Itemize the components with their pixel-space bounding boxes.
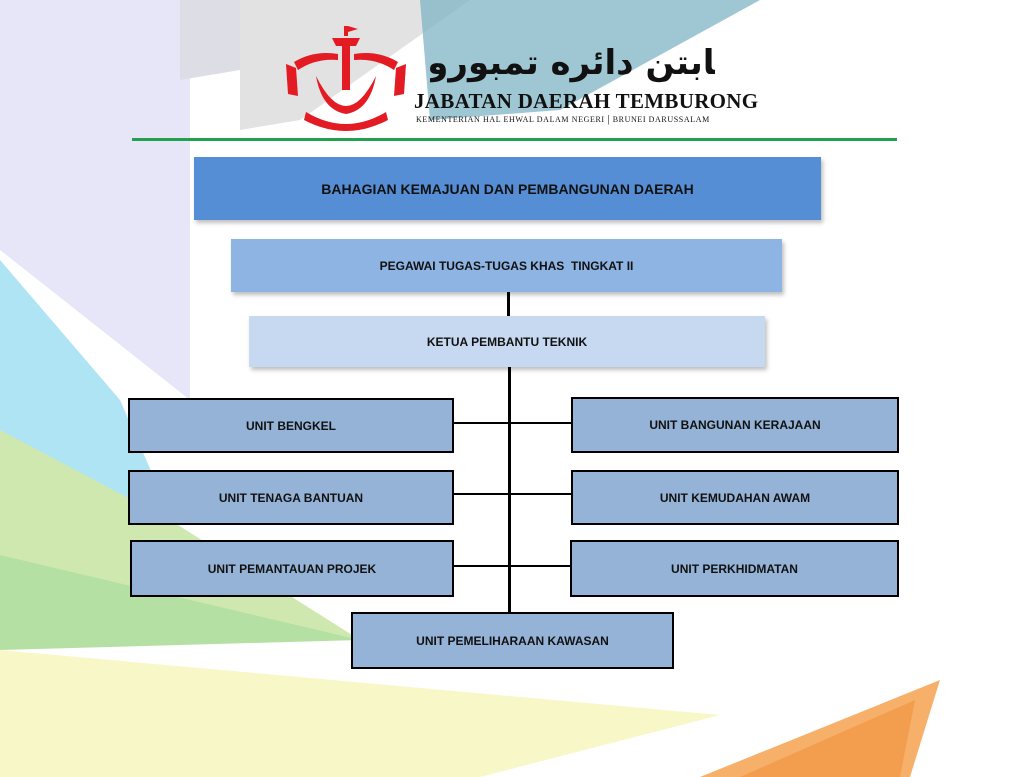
connector-trunk xyxy=(508,367,511,614)
unit-kemudahan-awam-box: UNIT KEMUDAHAN AWAM xyxy=(571,470,899,525)
unit-pemantauan-projek-box: UNIT PEMANTAUAN PROJEK xyxy=(130,540,454,597)
org-subtitle-country: BRUNEI DARUSSALAM xyxy=(612,115,710,124)
connector-row-1 xyxy=(452,422,573,424)
unit-tenaga-bantuan-box: UNIT TENAGA BANTUAN xyxy=(128,470,454,525)
org-subtitle: KEMENTERIAN HAL EHWAL DALAM NEGERI | BRU… xyxy=(416,113,710,125)
svg-text:جابتن دائره تمبوروڠ: جابتن دائره تمبوروڠ xyxy=(430,43,715,83)
division-title-box: BAHAGIAN KEMAJUAN DAN PEMBANGUNAN DAERAH xyxy=(194,157,821,220)
special-duties-officer-box: PEGAWAI TUGAS-TUGAS KHAS TINGKAT II xyxy=(231,239,782,292)
unit-perkhidmatan-box: UNIT PERKHIDMATAN xyxy=(570,540,899,597)
chief-technical-assistant-box: KETUA PEMBANTU TEKNIK xyxy=(249,316,765,367)
org-name: JABATAN DAERAH TEMBURONG xyxy=(414,89,759,113)
connector-row-3 xyxy=(452,565,573,567)
brunei-emblem-icon xyxy=(286,26,406,131)
connector-row-2 xyxy=(452,493,573,495)
org-name-jawi: جابتن دائره تمبوروڠ xyxy=(430,43,715,83)
unit-bengkel-box: UNIT BENGKEL xyxy=(128,398,454,453)
org-subtitle-ministry: KEMENTERIAN HAL EHWAL DALAM NEGERI xyxy=(416,115,605,124)
unit-pemeliharaan-kawasan-box: UNIT PEMELIHARAAN KAWASAN xyxy=(351,612,674,669)
connector-trunk-top xyxy=(507,292,510,317)
org-subtitle-divider: | xyxy=(607,113,611,125)
header-divider xyxy=(132,138,897,141)
unit-bangunan-kerajaan-box: UNIT BANGUNAN KERAJAAN xyxy=(571,397,899,453)
